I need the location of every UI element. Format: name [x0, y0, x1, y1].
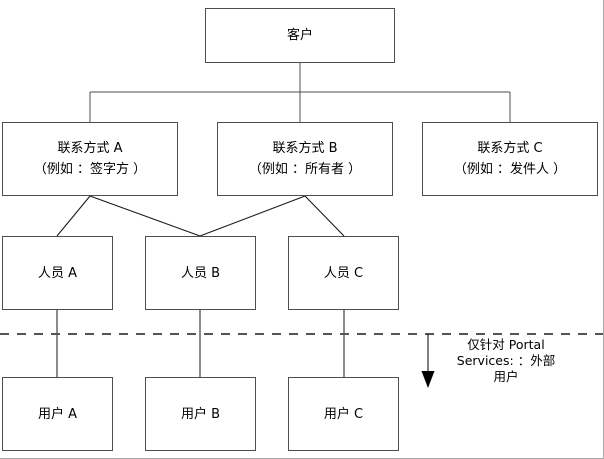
- node-user-a[interactable]: 用户 A: [2, 377, 113, 451]
- node-user-a-label: 用户 A: [37, 406, 78, 422]
- portal-services-annotation-line-3: 用户: [493, 369, 519, 384]
- node-user-c-label: 用户 C: [323, 406, 364, 422]
- node-contact-method-a[interactable]: 联系方式 A （例如 ：签字方 ）: [2, 122, 178, 196]
- node-user-b-label: 用户 B: [180, 406, 221, 422]
- node-customer[interactable]: 客户: [205, 8, 395, 63]
- connector-contact-a-person-b: [89, 195, 201, 237]
- node-user-c[interactable]: 用户 C: [288, 377, 399, 451]
- node-person-b-label: 人员 B: [180, 265, 221, 281]
- node-contact-method-c-name: 联系方式 C: [477, 141, 543, 156]
- connector-contact-a-person-a: [56, 195, 91, 237]
- portal-services-annotation: 仅针对 Portal Services: ：外部 用户: [441, 337, 571, 385]
- node-contact-method-b-name: 联系方式 B: [272, 141, 338, 156]
- external-scope-arrow: [421, 334, 435, 388]
- node-contact-method-c[interactable]: 联系方式 C （例如 ：发件人 ）: [422, 122, 598, 196]
- node-contact-method-a-example: （例如 ：签字方 ）: [33, 162, 147, 177]
- node-user-b[interactable]: 用户 B: [145, 377, 256, 451]
- node-contact-method-c-example: （例如 ：发件人 ）: [453, 162, 567, 177]
- connector-contact-b-person-b: [199, 195, 306, 237]
- node-person-b[interactable]: 人员 B: [145, 236, 256, 310]
- node-contact-method-b[interactable]: 联系方式 B （例如 ：所有者 ）: [217, 122, 393, 196]
- node-person-a-label: 人员 A: [37, 265, 78, 281]
- portal-services-annotation-line-1: 仅针对 Portal: [467, 337, 545, 352]
- node-customer-label: 客户: [286, 28, 313, 43]
- portal-services-annotation-line-2: Services: ：外部: [456, 353, 556, 368]
- node-contact-method-b-example: （例如 ：所有者 ）: [248, 162, 362, 177]
- node-contact-method-a-name: 联系方式 A: [57, 141, 123, 156]
- connector-contact-b-person-c: [304, 195, 345, 237]
- node-person-c-label: 人员 C: [323, 265, 364, 281]
- node-person-c[interactable]: 人员 C: [288, 236, 399, 310]
- node-person-a[interactable]: 人员 A: [2, 236, 113, 310]
